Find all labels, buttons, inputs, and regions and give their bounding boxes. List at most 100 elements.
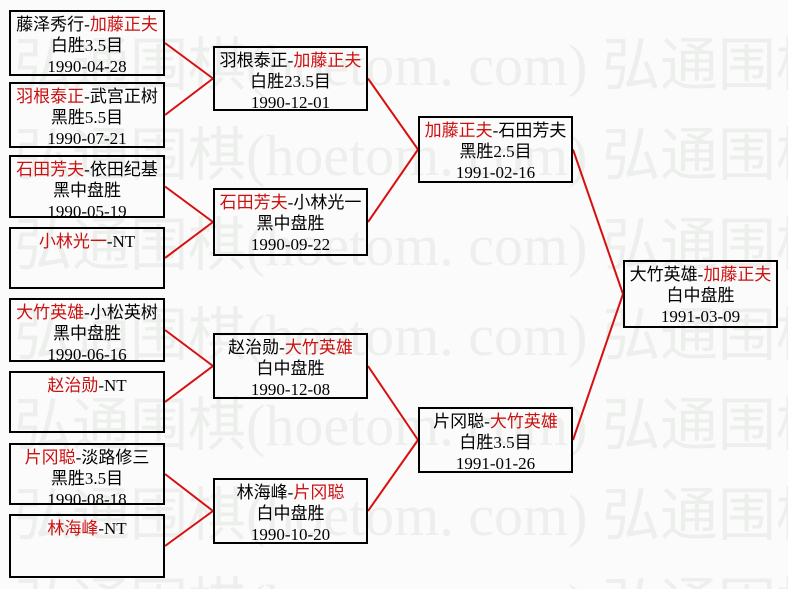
match-result: 黑中盘胜 bbox=[53, 181, 121, 200]
watermark-row: 弘通围棋(hoetom. com) 弘通围棋(hoetom. com) bbox=[14, 577, 788, 589]
match-box-r1m6: 赵治勋-NT bbox=[9, 371, 165, 433]
match-box-sf2: 片冈聪-大竹英雄 白胜3.5目 1991-01-26 bbox=[418, 407, 573, 473]
player-b-name: 石田芳夫 bbox=[498, 121, 567, 140]
match-players: 大竹英雄-加藤正夫 bbox=[625, 264, 776, 285]
match-date: 1990-12-01 bbox=[250, 93, 331, 111]
match-result: 白胜3.5目 bbox=[459, 433, 532, 452]
bracket-line bbox=[164, 42, 214, 80]
bracket-line bbox=[572, 293, 624, 441]
bracket-line bbox=[164, 365, 214, 403]
player-a-name: 片冈聪 bbox=[433, 412, 485, 431]
match-players: 石田芳夫-小林光一 bbox=[215, 192, 366, 213]
match-box-r2m4: 林海峰-片冈聪 白中盘胜 1990-10-20 bbox=[213, 478, 368, 544]
player-a-name: 石田芳夫 bbox=[16, 160, 85, 179]
player-b-name: 加藤正夫 bbox=[89, 15, 158, 34]
vs-separator: - bbox=[84, 303, 90, 322]
match-box-r2m1: 羽根泰正-加藤正夫 白胜23.5目 1990-12-01 bbox=[213, 46, 368, 111]
player-b-name: 小松英树 bbox=[89, 303, 158, 322]
vs-separator: - bbox=[106, 232, 113, 251]
player-b-name: 片冈聪 bbox=[293, 483, 345, 502]
match-date: 1991-01-26 bbox=[455, 454, 536, 473]
vs-separator: - bbox=[279, 338, 285, 357]
match-result: 白中盘胜 bbox=[256, 359, 325, 378]
match-date: 1990-09-22 bbox=[250, 235, 331, 254]
vs-separator: - bbox=[98, 519, 104, 538]
player-a-name: 加藤正夫 bbox=[424, 121, 493, 140]
bracket-line bbox=[164, 329, 214, 367]
match-box-r2m3: 赵治勋-大竹英雄 白中盘胜 1990-12-08 bbox=[213, 333, 368, 399]
match-players: 大竹英雄-小松英树 bbox=[11, 302, 163, 323]
vs-separator: - bbox=[287, 483, 294, 502]
bracket-line bbox=[164, 185, 214, 223]
match-date: 1990-04-28 bbox=[47, 57, 127, 76]
vs-separator: - bbox=[484, 412, 490, 431]
match-box-r1m5: 大竹英雄-小松英树 黑中盘胜 1990-06-16 bbox=[9, 298, 165, 362]
match-players: 藤泽秀行-加藤正夫 bbox=[11, 14, 163, 35]
player-a-name: 羽根泰正 bbox=[16, 87, 85, 106]
bracket-line bbox=[572, 149, 624, 295]
match-result: 黑中盘胜 bbox=[53, 324, 121, 343]
bracket-line bbox=[367, 365, 419, 441]
player-b-name: 加藤正夫 bbox=[293, 51, 362, 70]
player-a-name: 赵治勋 bbox=[47, 376, 99, 395]
player-b-name: 加藤正夫 bbox=[703, 265, 772, 284]
match-date: 1990-12-08 bbox=[250, 380, 331, 399]
vs-separator: - bbox=[697, 265, 704, 284]
player-a-name: 大竹英雄 bbox=[629, 265, 698, 284]
player-b-name: 武宫正树 bbox=[89, 87, 158, 106]
match-date: 1990-08-18 bbox=[47, 490, 127, 505]
match-players: 林海峰-NT bbox=[11, 518, 163, 539]
vs-separator: - bbox=[98, 376, 104, 395]
match-players: 片冈聪-淡路修三 bbox=[11, 447, 163, 468]
match-players: 赵治勋-大竹英雄 bbox=[215, 337, 366, 358]
player-a-name: 赵治勋 bbox=[228, 338, 280, 357]
player-a-name: 小林光一 bbox=[38, 232, 107, 251]
player-a-name: 林海峰 bbox=[47, 519, 99, 538]
match-result: 白中盘胜 bbox=[256, 504, 325, 523]
match-date: 1991-03-09 bbox=[660, 307, 741, 326]
vs-separator: - bbox=[75, 448, 82, 467]
vs-separator: - bbox=[84, 160, 90, 179]
player-b-name: NT bbox=[104, 376, 127, 395]
player-b-name: NT bbox=[112, 232, 136, 251]
match-result: 白胜23.5目 bbox=[250, 72, 331, 91]
player-a-name: 片冈聪 bbox=[24, 448, 76, 467]
player-b-name: NT bbox=[104, 519, 127, 538]
match-result: 黑胜2.5目 bbox=[459, 142, 532, 161]
match-players: 片冈聪-大竹英雄 bbox=[420, 411, 571, 432]
match-players: 石田芳夫-依田纪基 bbox=[11, 159, 163, 180]
match-result: 黑胜3.5目 bbox=[50, 469, 124, 488]
match-date: 1990-05-19 bbox=[47, 202, 127, 218]
match-box-final: 大竹英雄-加藤正夫 白中盘胜 1991-03-09 bbox=[623, 260, 778, 328]
player-b-name: 小林光一 bbox=[293, 193, 362, 212]
match-box-sf1: 加藤正夫-石田芳夫 黑胜2.5目 1991-02-16 bbox=[418, 116, 573, 183]
bracket-line bbox=[164, 510, 214, 547]
player-b-name: 依田纪基 bbox=[89, 160, 158, 179]
player-a-name: 藤泽秀行 bbox=[16, 15, 85, 34]
vs-separator: - bbox=[287, 193, 294, 212]
match-result: 黑中盘胜 bbox=[256, 214, 325, 233]
match-players: 赵治勋-NT bbox=[11, 375, 163, 396]
bracket-line bbox=[164, 473, 214, 512]
match-box-r2m2: 石田芳夫-小林光一 黑中盘胜 1990-09-22 bbox=[213, 188, 368, 256]
match-result: 黑胜5.5目 bbox=[50, 108, 124, 127]
match-date: 1990-07-21 bbox=[47, 129, 127, 148]
vs-separator: - bbox=[84, 15, 90, 34]
match-players: 加藤正夫-石田芳夫 bbox=[420, 120, 571, 141]
match-players: 羽根泰正-武宫正树 bbox=[11, 86, 163, 107]
match-date: 1991-02-16 bbox=[455, 163, 536, 182]
player-a-name: 石田芳夫 bbox=[219, 193, 288, 212]
match-box-r1m2: 羽根泰正-武宫正树 黑胜5.5目 1990-07-21 bbox=[9, 82, 165, 148]
match-players: 羽根泰正-加藤正夫 bbox=[215, 50, 366, 71]
player-b-name: 大竹英雄 bbox=[489, 412, 558, 431]
match-box-r1m3: 石田芳夫-依田纪基 黑中盘胜 1990-05-19 bbox=[9, 155, 165, 218]
match-date: 1990-10-20 bbox=[250, 525, 331, 544]
match-box-r1m8: 林海峰-NT bbox=[9, 514, 165, 578]
match-result: 白中盘胜 bbox=[666, 286, 735, 305]
match-box-r1m7: 片冈聪-淡路修三 黑胜3.5目 1990-08-18 bbox=[9, 443, 165, 505]
bracket-line bbox=[164, 221, 214, 259]
bracket-line bbox=[367, 439, 419, 512]
match-date: 1990-06-16 bbox=[47, 345, 127, 362]
vs-separator: - bbox=[492, 121, 499, 140]
